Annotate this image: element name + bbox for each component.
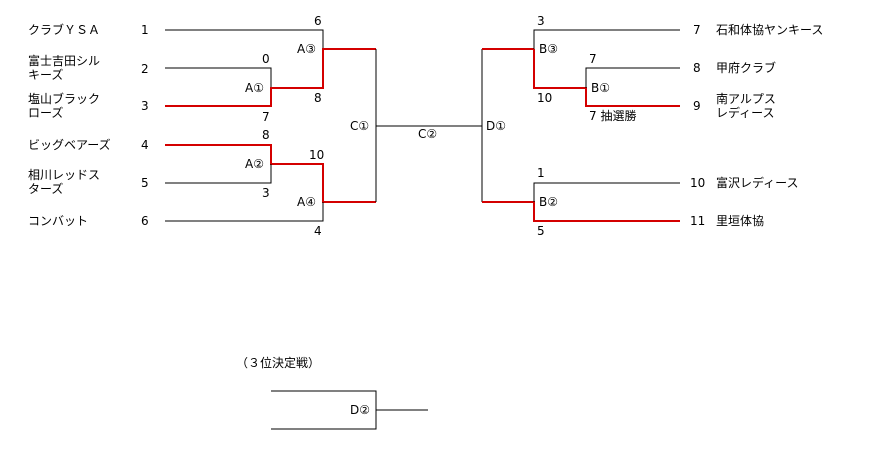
- team-name: 甲府クラブ: [716, 60, 776, 75]
- match-score: 0: [262, 52, 270, 66]
- team-name: ビッグベアーズ: [28, 137, 111, 152]
- bracket-line: [585, 67, 680, 88]
- bracket-line: [533, 182, 680, 202]
- match-label: C①: [350, 119, 369, 133]
- match-label: D①: [486, 119, 506, 133]
- winner-line: [533, 49, 680, 107]
- winner-line: [165, 48, 376, 107]
- match-label: B①: [591, 81, 610, 95]
- team-seed: 8: [693, 61, 701, 75]
- team-seed: 3: [141, 99, 149, 113]
- match-score: 8: [314, 91, 322, 105]
- match-label: C②: [418, 127, 437, 141]
- match-score: 7: [589, 52, 597, 66]
- team-seed: 1: [141, 23, 149, 37]
- team-name: クラブＹＳＡ: [28, 22, 100, 37]
- match-label: A①: [245, 81, 264, 95]
- team-seed: 11: [690, 214, 705, 228]
- team-name: レディース: [716, 105, 775, 120]
- match-label: A④: [297, 195, 316, 209]
- winner-line: [165, 144, 376, 203]
- team-seed: 4: [141, 138, 149, 152]
- bracket-line: [165, 29, 324, 49]
- right-match-labels: D① 3 B③ 10 7 B① 7 抽選勝 1 B② 5: [486, 14, 636, 238]
- team-name: 里垣体協: [716, 213, 764, 228]
- team-name: ターズ: [28, 181, 63, 196]
- team-name: キーズ: [28, 67, 63, 82]
- match-score: 5: [537, 224, 545, 238]
- bracket-line: [165, 202, 324, 222]
- team-name: 石和体協ヤンキース: [716, 22, 823, 37]
- team-name: 塩山ブラック: [28, 91, 100, 106]
- match-score: 10: [537, 91, 552, 105]
- team-name: 富沢レディース: [716, 175, 799, 190]
- right-team-list: 7 石和体協ヤンキース 8 甲府クラブ 9 南アルプス レディース 10 富沢レ…: [690, 22, 823, 228]
- bracket-line: [165, 67, 272, 88]
- team-name: コンバット: [28, 214, 88, 228]
- left-team-list: クラブＹＳＡ 1 富士吉田シル キーズ 2 塩山ブラック ローズ 3 ビッグベア…: [28, 22, 149, 228]
- left-match-labels: 0 A① 7 8 A② 3 6 A③ 8 10 A④ 4 C① C②: [245, 14, 437, 238]
- team-seed: 9: [693, 99, 701, 113]
- team-name: 南アルプス: [716, 91, 776, 106]
- winner-line: [482, 201, 680, 222]
- bracket-line: [165, 164, 272, 184]
- third-place-title: （３位決定戦）: [236, 355, 320, 370]
- team-name: 相川レッドス: [28, 168, 100, 182]
- team-name: ローズ: [28, 105, 63, 120]
- match-score: 8: [262, 128, 270, 142]
- match-score: 3: [537, 14, 545, 28]
- left-bracket-lines: [165, 29, 482, 222]
- right-bracket-lines: [481, 29, 680, 222]
- bracket-line: [533, 29, 680, 49]
- match-label: D②: [350, 403, 370, 417]
- match-score: 10: [309, 148, 324, 162]
- match-score: 7 抽選勝: [589, 108, 636, 123]
- team-seed: 6: [141, 214, 149, 228]
- match-label: B③: [539, 42, 558, 56]
- team-name: 富士吉田シル: [28, 53, 100, 68]
- match-score: 1: [537, 166, 545, 180]
- match-label: B②: [539, 195, 558, 209]
- team-seed: 10: [690, 176, 705, 190]
- team-seed: 5: [141, 176, 149, 190]
- match-score: 3: [262, 186, 270, 200]
- third-place-match: （３位決定戦） D②: [236, 355, 428, 430]
- match-score: 4: [314, 224, 322, 238]
- match-score: 6: [314, 14, 322, 28]
- match-label: A③: [297, 42, 316, 56]
- team-seed: 7: [693, 23, 701, 37]
- team-seed: 2: [141, 62, 149, 76]
- match-label: A②: [245, 157, 264, 171]
- match-score: 7: [262, 110, 270, 124]
